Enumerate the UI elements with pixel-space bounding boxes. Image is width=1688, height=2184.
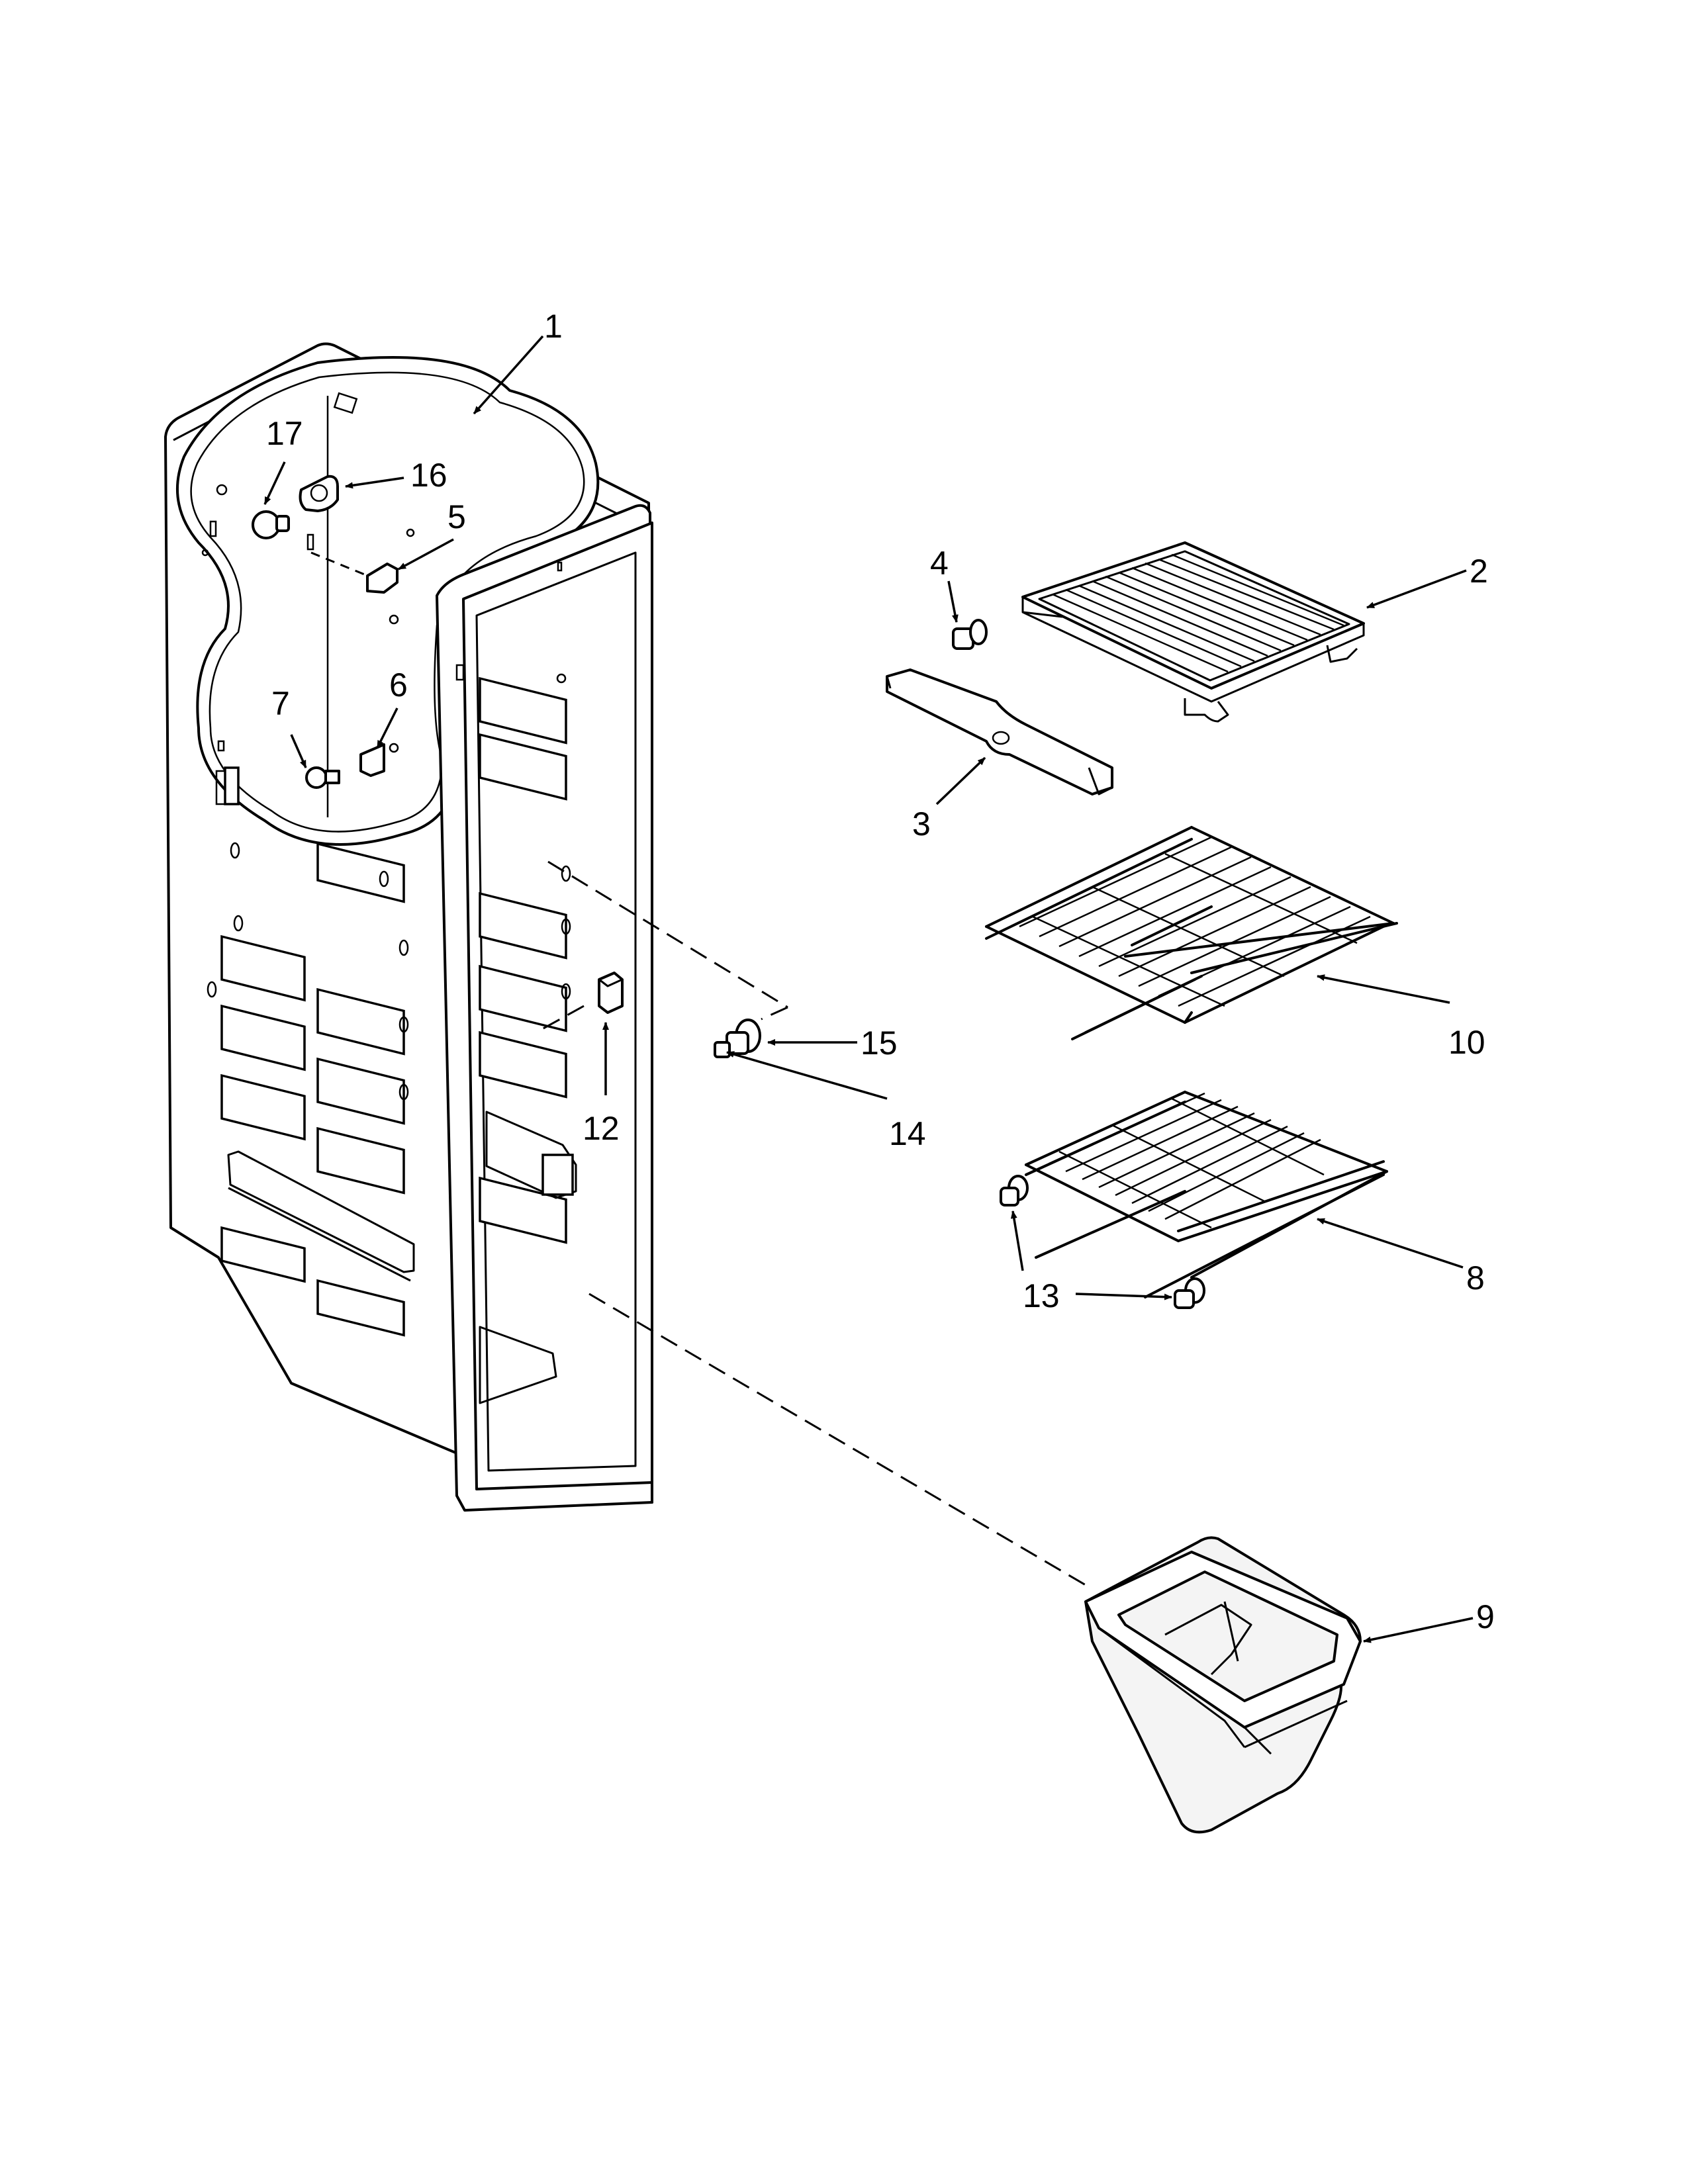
- callout-5: 5: [447, 498, 466, 535]
- callout-2: 2: [1470, 553, 1488, 590]
- callout-17: 17: [266, 415, 303, 452]
- storage-bin-9: [1084, 1536, 1362, 1834]
- wire-shelf-8: [1025, 1091, 1388, 1298]
- callout-9: 9: [1476, 1598, 1495, 1635]
- callout-16: 16: [410, 457, 447, 494]
- screw-7: [305, 766, 340, 789]
- callout-4: 4: [930, 545, 949, 582]
- callout-12: 12: [583, 1110, 620, 1147]
- shelf-2: [1021, 541, 1365, 723]
- callout-7: 7: [271, 685, 290, 722]
- switch-12: [598, 972, 624, 1014]
- callout-10: 10: [1448, 1024, 1485, 1061]
- shelf-pin-13a: [1000, 1175, 1029, 1206]
- callout-14: 14: [889, 1115, 926, 1152]
- callout-6: 6: [389, 666, 408, 704]
- callout-13: 13: [1023, 1277, 1060, 1314]
- callout-labels: 1 17 16 5 6 7 12 14 15 4 3 2 10 8 13 9: [266, 308, 1495, 1635]
- freezer-liner: [164, 342, 653, 1512]
- wire-shelf-10: [985, 826, 1398, 1040]
- callout-15: 15: [861, 1024, 898, 1062]
- shelf-pin-13b: [1174, 1277, 1205, 1309]
- light-bulb-17: [252, 510, 290, 539]
- screw-4: [952, 619, 988, 650]
- callout-3: 3: [912, 805, 931, 842]
- shelf-bracket-3: [886, 668, 1113, 796]
- spacer-screw-14-15: [714, 1019, 761, 1058]
- leader-lines: [263, 335, 1474, 1643]
- light-socket-16: [299, 475, 339, 512]
- callout-8: 8: [1466, 1259, 1485, 1297]
- clip-5: [366, 563, 399, 594]
- callout-1: 1: [544, 308, 563, 345]
